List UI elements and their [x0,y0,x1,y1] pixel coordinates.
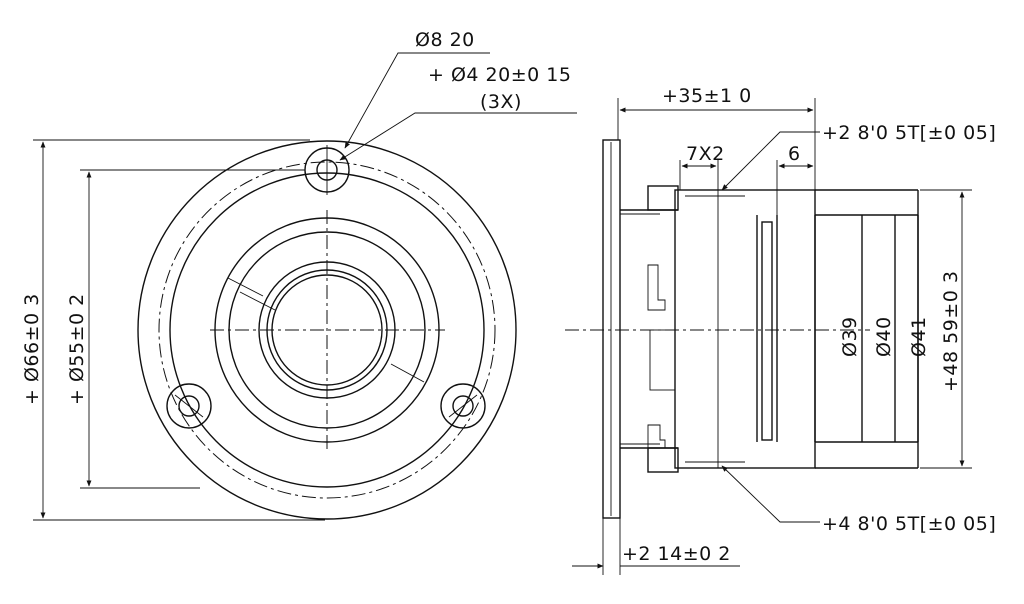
magnet-band [761,221,773,441]
leader-hole-diameter [344,52,490,149]
label-spec-top: +2 8'0 5T[±0 05] [822,122,996,144]
label-7x2: 7X2 [686,143,725,165]
label-mount-hole: + Ø4 20±0 15 [428,64,571,86]
terminal-top [647,264,666,311]
label-dia-41: Ø41 [908,316,930,357]
terminal-bottom [647,424,666,449]
label-hole-diameter: Ø8 20 [415,29,475,51]
body-front-ring-bottom [647,447,679,473]
front-view: Ø8 20 + Ø4 20±0 15 (3X) + Ø66±0 3 + Ø55±… [21,29,577,521]
flange-plate [602,139,621,519]
label-height: +48 59±0 3 [940,271,962,392]
label-hole-count: (3X) [480,91,522,113]
leader-mount-hole [339,112,577,161]
body-main [674,189,816,469]
spoke [239,291,276,311]
leader-spec-top [721,131,820,191]
terminal-block [649,329,676,391]
label-bolt-circle: + Ø55±0 2 [66,293,88,405]
label-6: 6 [788,143,801,165]
mount-hole-right [440,383,486,429]
spoke [390,363,425,383]
label-spec-bottom: +4 8'0 5T[±0 05] [822,513,996,535]
label-flange-thickness: +2 14±0 2 [622,543,731,565]
mount-hole-top [304,145,350,195]
label-dia-39: Ø39 [839,316,861,357]
label-outer-diameter: + Ø66±0 3 [21,293,43,405]
body-front-ring [647,185,679,211]
bolt-circle [158,161,496,499]
mount-hole-left [166,383,212,429]
outer-flange-circle [137,140,517,520]
label-overall-depth: +35±1 0 [662,85,752,107]
spoke [227,277,264,297]
label-dia-40: Ø40 [873,316,895,357]
leader-spec-bottom [721,465,820,523]
side-view: +35±1 0 +2 8'0 5T[±0 05] 7X2 6 Ø39 Ø40 Ø… [565,85,996,575]
